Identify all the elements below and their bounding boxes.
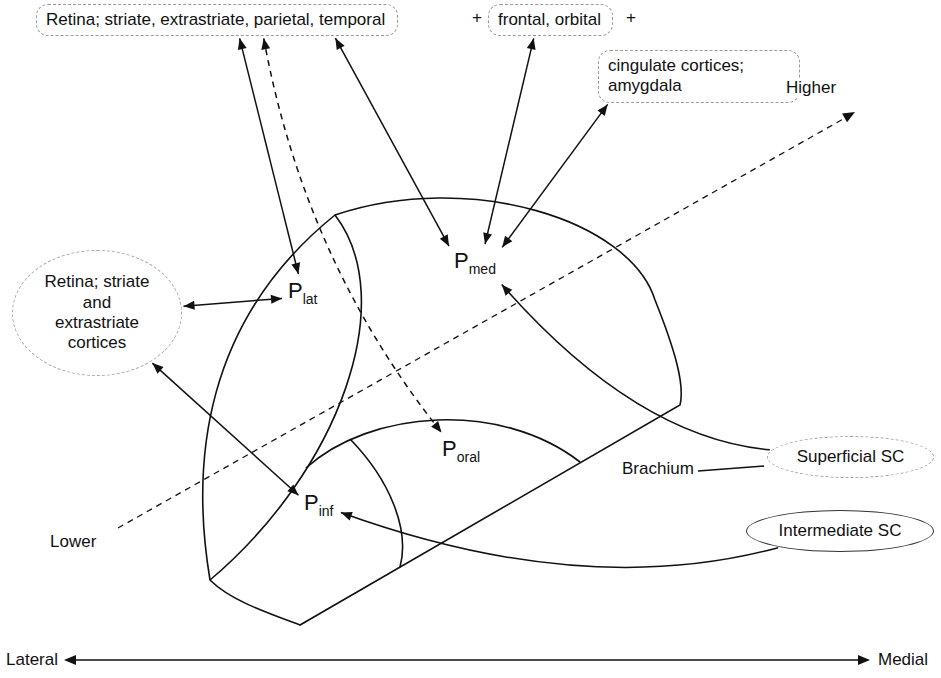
source-ellipse: Superficial SC [767, 436, 934, 478]
connector-line [152, 363, 298, 495]
arrowhead [502, 285, 513, 296]
connector-arrow [502, 285, 770, 450]
arrowhead [341, 512, 353, 520]
connector-arrow [502, 104, 607, 247]
region-subscript: lat [303, 291, 318, 307]
axis-or-part-label: Brachium [620, 459, 696, 479]
connector-line [502, 285, 770, 450]
connector-line [485, 38, 534, 244]
inferior-border [350, 439, 403, 567]
arrowhead [597, 104, 607, 116]
arrowhead [271, 295, 282, 304]
arrowhead [184, 301, 195, 310]
region-letter: P [442, 436, 457, 461]
node-text: Intermediate SC [779, 521, 902, 541]
arrowhead [238, 38, 247, 50]
node-text: frontal, orbital [498, 10, 601, 30]
connector-arrow [341, 512, 778, 567]
arrowhead [483, 232, 492, 244]
arrowhead [152, 363, 163, 374]
axis-or-part-label: + [470, 8, 484, 28]
connector-arrow [335, 38, 449, 246]
source-ellipse: Retina; striate and extrastriate cortice… [12, 250, 182, 376]
connector-arrow [184, 295, 282, 310]
arrowhead [440, 234, 449, 246]
connector-line [335, 38, 449, 246]
axis-or-part-label: + [624, 8, 638, 28]
axis-line [118, 118, 845, 528]
axis-or-part-label: Higher [784, 78, 838, 98]
axis-or-part-label: Medial [876, 650, 930, 670]
source-box: frontal, orbital [488, 4, 613, 36]
source-ellipse: Intermediate SC [746, 510, 934, 552]
arrowhead [287, 485, 298, 496]
axis-or-part-label: Lateral [4, 650, 60, 670]
axis-or-part-label: Lower [48, 532, 98, 552]
axis-arrowhead [842, 112, 855, 122]
arrowhead [335, 38, 344, 50]
axis-arrowhead [64, 655, 76, 665]
node-text: Superficial SC [797, 447, 905, 467]
region-label: Pmed [452, 248, 499, 281]
connector-line [240, 38, 299, 274]
region-label: Pinf [302, 490, 337, 523]
leader-line [698, 466, 764, 471]
arrowhead [261, 38, 270, 50]
connector-arrow [261, 38, 441, 432]
node-text: Retina; striate and extrastriate cortice… [42, 272, 152, 354]
axis-line [74, 659, 860, 660]
connector-arrow [152, 363, 298, 495]
connector-line [264, 38, 442, 432]
region-letter: P [304, 490, 319, 515]
region-letter: P [288, 278, 303, 303]
region-label: Poral [440, 436, 484, 469]
node-text: cingulate cortices; amygdala [608, 56, 788, 97]
arrowhead [431, 421, 441, 432]
connector-line [184, 298, 282, 306]
region-subscript: inf [319, 503, 334, 519]
region-subscript: oral [457, 449, 480, 465]
arrowhead [502, 236, 512, 248]
node-text: Retina; striate, extrastriate, parietal,… [46, 10, 385, 30]
arrowhead [291, 262, 300, 274]
connector-line [502, 104, 607, 247]
oral-border [306, 420, 580, 468]
axis-arrowhead [858, 655, 870, 665]
source-box: Retina; striate, extrastriate, parietal,… [36, 4, 398, 36]
region-subscript: med [469, 261, 496, 277]
arrowhead [527, 38, 536, 50]
region-letter: P [454, 248, 469, 273]
connector-arrow [238, 38, 300, 274]
source-box: cingulate cortices; amygdala [598, 50, 800, 103]
pulvinar-outline [203, 198, 682, 625]
region-label: Plat [286, 278, 321, 311]
connector-line [341, 512, 778, 567]
